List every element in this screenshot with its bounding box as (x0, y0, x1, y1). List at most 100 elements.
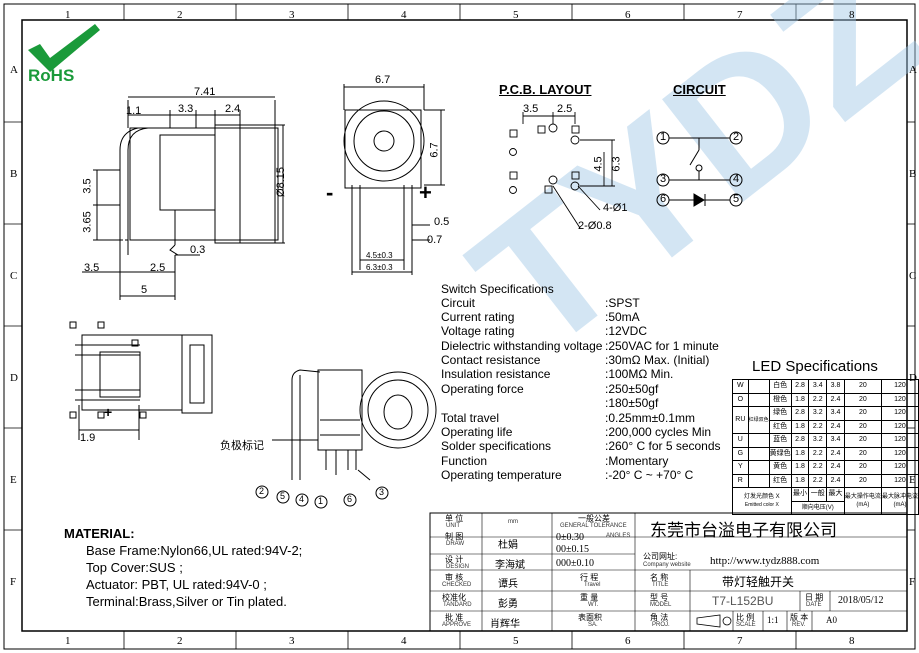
row-label-f: F (10, 576, 17, 588)
led-code: U (732, 433, 749, 448)
col-label-7: 7 (737, 9, 743, 21)
led-code: O (732, 392, 749, 407)
led-footer-max: 最大 (826, 487, 845, 502)
dim-front-63: 6.3±0.3 (366, 263, 393, 272)
led-color: 黄色 (768, 460, 792, 475)
dim-side-5: 5 (141, 284, 148, 296)
col-label-6-bottom: 6 (625, 635, 631, 647)
led-max: 2.4 (826, 419, 845, 434)
dim-bottom-19: 1.9 (80, 432, 96, 444)
dim-front-height: 6.7 (428, 142, 441, 158)
circuit-pin-1: 1 (660, 131, 667, 143)
tb-tol-3: 000±0.10 (556, 558, 594, 569)
tb-tol-en: GENERAL TOLERANCE (560, 523, 627, 529)
tb-model-cn: 型 号 (650, 593, 669, 602)
col-label-4: 4 (401, 9, 407, 21)
tb-std-cn: 校准化 (442, 593, 466, 602)
spec-key: Dielectric withstanding voltage (441, 339, 603, 353)
circuit-pin-4: 4 (733, 173, 740, 185)
led-group (747, 460, 770, 475)
led-min: 2.8 (790, 433, 810, 448)
spec-key: Circuit (441, 296, 476, 310)
tb-draw-name: 杜娟 (498, 540, 518, 551)
led-color: 红色 (768, 473, 792, 488)
tb-check-cn: 审 核 (445, 573, 464, 582)
dim-pcb-holes-1: 4-Ø1 (603, 202, 628, 214)
led-peak: 120 (880, 379, 919, 394)
spec-key: Solder specifications (441, 439, 552, 453)
led-peak: 120 (880, 433, 919, 448)
circuit-pin-2: 2 (733, 131, 740, 143)
dim-front-45: 4.5±0.3 (366, 251, 393, 260)
spec-key: Current rating (441, 310, 515, 324)
tb-rev-cn: 版 本 (790, 613, 809, 622)
led-peak: 120 (880, 460, 919, 475)
spec-key: Function (441, 454, 488, 468)
dim-side-35: 3.5 (81, 178, 94, 194)
col-label-3: 3 (289, 9, 295, 21)
spec-value: :50mA (605, 310, 640, 324)
spec-value: :-20° C ~ +70° C (605, 468, 694, 482)
led-group: 红绿双色 (747, 406, 770, 434)
led-footer-if: 最大操作电流 (mA) (843, 487, 882, 515)
dim-side-11: 1.1 (126, 105, 142, 117)
led-group (747, 392, 770, 407)
col-label-4-bottom: 4 (401, 635, 407, 647)
iso-pin-6: 6 (347, 494, 353, 504)
table-row: O 橙色 1.8 2.2 2.4 20 120 (732, 392, 919, 407)
col-label-6: 6 (625, 9, 631, 21)
circuit-diagram (656, 131, 743, 207)
row-label-d-right: D (909, 372, 917, 384)
led-if: 20 (843, 406, 882, 421)
row-label-d: D (10, 372, 18, 384)
led-footer-peak: 最大脉冲电流 (mA) (880, 487, 919, 515)
led-footer-peak-label: 最大脉冲电流 (881, 494, 918, 500)
row-label-c: C (10, 270, 18, 282)
led-max: 3.4 (826, 433, 845, 448)
table-row: U 蓝色 2.8 3.2 3.4 20 120 (732, 433, 919, 448)
col-label-2-bottom: 2 (177, 635, 183, 647)
outer-border (3, 3, 916, 650)
led-code: Y (732, 460, 749, 475)
material-line-1: Base Frame:Nylon66,UL rated:94V-2; (86, 543, 303, 558)
tb-approve-en: APPROVE (442, 622, 472, 628)
circuit-heading: CIRCUIT (673, 82, 726, 97)
dim-pcb-holes-08: 2-Ø0.8 (578, 220, 612, 232)
side-view-drawing (82, 96, 285, 300)
led-peak: 120 (880, 392, 919, 407)
led-if: 20 (843, 460, 882, 475)
spec-key: Operating life (441, 425, 513, 439)
spec-value: :0.25mm±0.1mm (605, 411, 695, 425)
tb-approve-cn: 批 准 (445, 613, 464, 622)
led-typ: 3.2 (808, 433, 828, 448)
spec-value: :260° C for 5 seconds (605, 439, 721, 453)
led-max: 2.4 (826, 446, 845, 461)
table-row: R 红色 1.8 2.2 2.4 20 120 (732, 473, 919, 488)
spec-value: :12VDC (605, 324, 648, 338)
led-max: 2.4 (826, 392, 845, 407)
led-typ: 2.2 (808, 392, 828, 407)
circuit-pin-5: 5 (733, 193, 740, 205)
led-footer-peak-unit: (mA) (893, 502, 907, 508)
table-row: Y 黄色 1.8 2.2 2.4 20 120 (732, 460, 919, 475)
tb-website-en: Company website (643, 562, 691, 568)
iso-pin-2: 2 (259, 486, 265, 496)
dim-front-07: 0.7 (427, 234, 443, 246)
tb-date-en: DATE (806, 602, 822, 608)
led-color: 红色 (768, 419, 792, 434)
led-peak: 120 (880, 419, 919, 434)
bottom-view-drawing (69, 321, 213, 440)
led-color: 绿色 (768, 406, 792, 421)
tb-draw-cn: 制 图 (445, 532, 464, 541)
spec-key: Voltage rating (441, 324, 515, 338)
tb-travel-en: Travel (584, 582, 601, 588)
dim-side-35-bottom: 3.5 (84, 262, 100, 274)
tb-tol-1-sub: ANGLES (606, 533, 631, 539)
tb-draw-en: DRAW (446, 541, 465, 547)
pcb-layout-drawing (509, 112, 615, 229)
led-footer-vf: 顺向电压(V) (790, 500, 845, 515)
pcb-layout-heading: P.C.B. LAYOUT (499, 82, 592, 97)
col-label-2: 2 (177, 9, 183, 21)
dim-side-25: 2.5 (150, 262, 166, 274)
col-label-8: 8 (849, 9, 855, 21)
